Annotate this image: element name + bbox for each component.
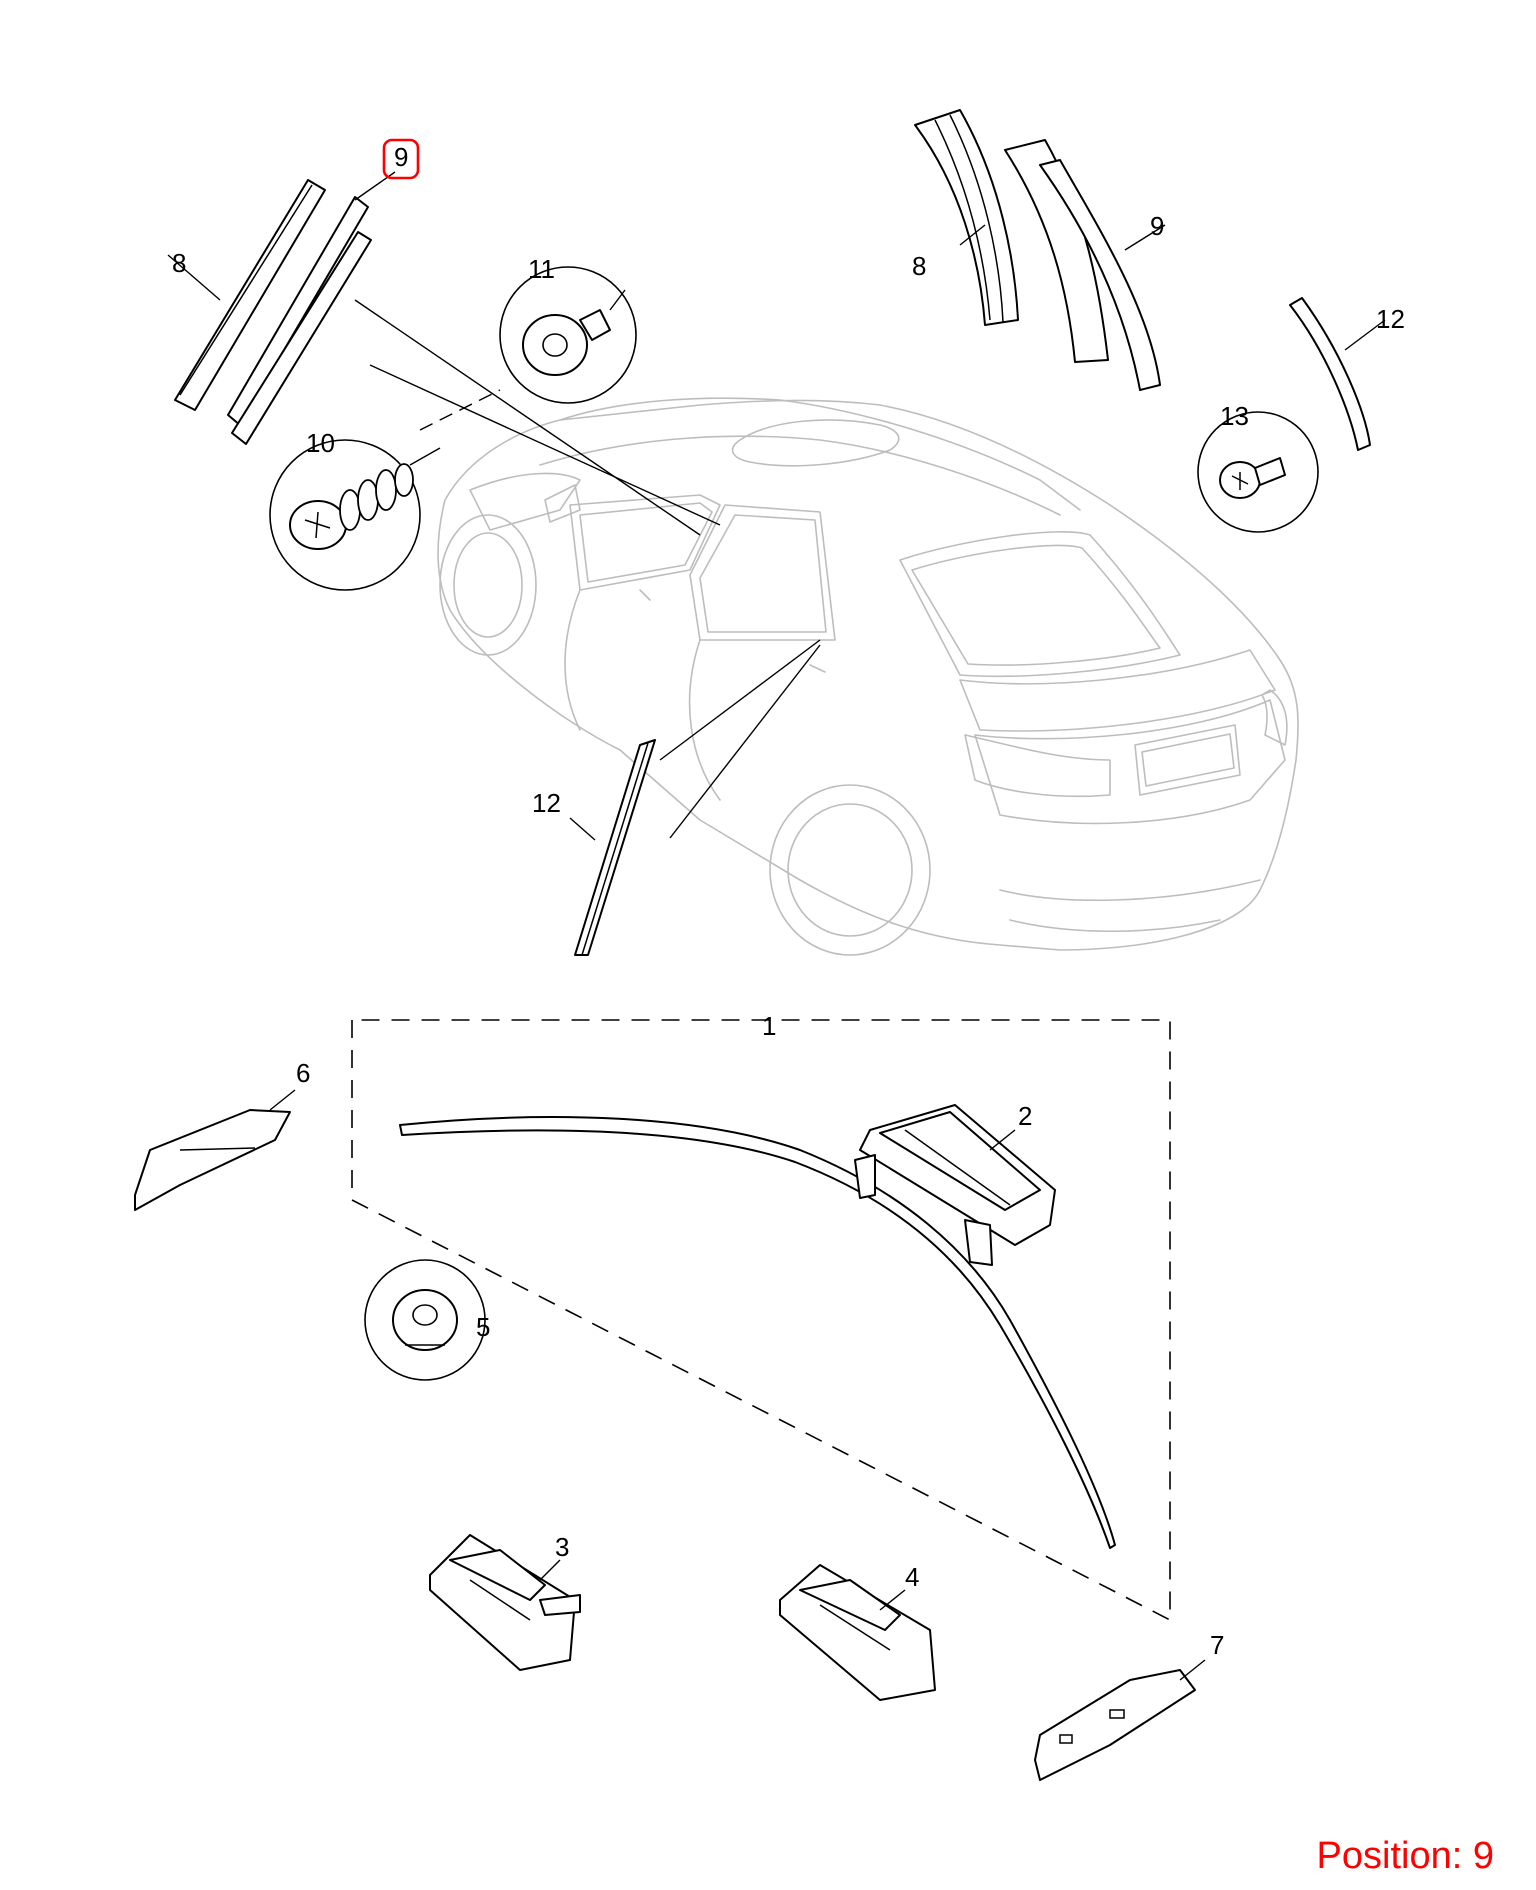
part-9-left — [227, 196, 372, 445]
position-label: Position: 9 — [1316, 1835, 1494, 1877]
part-5-nut — [364, 1259, 486, 1381]
callout-1[interactable]: 1 — [762, 1011, 776, 1041]
part-13-screw — [1197, 411, 1319, 533]
callout-2[interactable]: 2 — [1018, 1101, 1032, 1131]
callout-11[interactable]: 11 — [528, 254, 555, 284]
part-10-screw — [269, 439, 421, 591]
callout-12-mid[interactable]: 12 — [532, 788, 561, 818]
callout-8-right[interactable]: 8 — [912, 251, 926, 281]
part-12-top — [1289, 297, 1371, 451]
part-6-clip — [134, 1109, 291, 1211]
callout-7[interactable]: 7 — [1210, 1630, 1224, 1660]
part-9-right — [1004, 139, 1161, 391]
part-7-clip — [1034, 1669, 1196, 1781]
callout-8-left[interactable]: 8 — [172, 248, 186, 278]
callout-10[interactable]: 10 — [306, 428, 335, 458]
callout-5[interactable]: 5 — [476, 1312, 490, 1342]
car-leaders — [354, 299, 821, 839]
part-8-left — [174, 179, 326, 411]
callout-12-top[interactable]: 12 — [1376, 304, 1405, 334]
callout-3[interactable]: 3 — [555, 1532, 569, 1562]
assembly-strip — [399, 1116, 1116, 1549]
part-11-nut — [499, 266, 637, 404]
part-12-mid — [574, 739, 656, 956]
callout-9-right[interactable]: 9 — [1150, 211, 1164, 241]
part-4-clip — [779, 1564, 936, 1701]
part-3-clip — [429, 1534, 581, 1671]
callout-4[interactable]: 4 — [905, 1562, 919, 1592]
callout-9-highlight — [382, 138, 420, 180]
callout-9-left[interactable]: 9 — [394, 142, 408, 172]
part-2-clip — [854, 1104, 1056, 1266]
callout-6[interactable]: 6 — [296, 1058, 310, 1088]
car-outline — [437, 397, 1299, 956]
callout-13[interactable]: 13 — [1220, 401, 1249, 431]
assembly-1-box — [351, 1019, 1171, 1622]
part-8-right — [914, 109, 1019, 326]
